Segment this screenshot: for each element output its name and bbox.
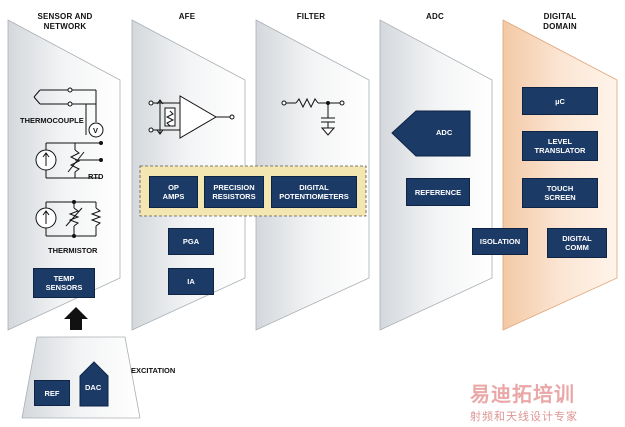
block-ref: REF xyxy=(34,380,70,406)
block-digital-comm: DIGITAL COMM xyxy=(547,228,607,258)
label-volt-symbol: V xyxy=(93,126,99,135)
block-temp-sensors: TEMP SENSORS xyxy=(33,268,95,298)
label-rtd: RTD xyxy=(88,172,104,181)
label-excitation: EXCITATION xyxy=(131,366,176,375)
block-adc-label: ADC xyxy=(436,128,453,137)
op-amp-symbol xyxy=(148,95,235,139)
thermocouple-symbol xyxy=(33,87,104,138)
block-pga: PGA xyxy=(168,228,214,255)
block-level-translator: LEVEL TRANSLATOR xyxy=(522,131,598,161)
header-filter: FILTER xyxy=(296,12,326,21)
block-uc: µC xyxy=(522,87,598,115)
block-ia: IA xyxy=(168,268,214,295)
label-thermocouple: THERMOCOUPLE xyxy=(20,116,84,125)
block-dac-label: DAC xyxy=(85,383,102,392)
panel-digital xyxy=(502,19,618,331)
thermistor-symbol xyxy=(35,200,102,238)
excitation-arrow xyxy=(64,307,88,330)
block-op-amps: OP AMPS xyxy=(149,176,198,208)
watermark-title: 易迪拓培训 xyxy=(470,384,575,406)
block-precision-resistors: PRECISION RESISTORS xyxy=(204,176,264,208)
header-adc: ADC xyxy=(426,12,444,21)
rtd-symbol xyxy=(35,141,103,179)
rc-filter-symbol xyxy=(281,97,345,136)
block-reference: REFERENCE xyxy=(406,178,470,206)
header-digital: DIGITAL DOMAIN xyxy=(543,12,577,31)
block-isolation: ISOLATION xyxy=(472,228,528,255)
panel-sensor xyxy=(7,19,121,331)
adc-block-shape xyxy=(391,110,471,157)
block-digital-potentiometers: DIGITAL POTENTIOMETERS xyxy=(271,176,357,208)
header-sensor: SENSOR AND NETWORK xyxy=(37,12,93,31)
panel-adc xyxy=(379,19,493,331)
dac-block-shape xyxy=(79,361,109,407)
label-thermistor: THERMISTOR xyxy=(48,246,98,255)
watermark-subtitle: 射频和天线设计专家 xyxy=(470,411,578,423)
block-touch-screen: TOUCH SCREEN xyxy=(522,178,598,208)
header-afe: AFE xyxy=(178,12,196,21)
